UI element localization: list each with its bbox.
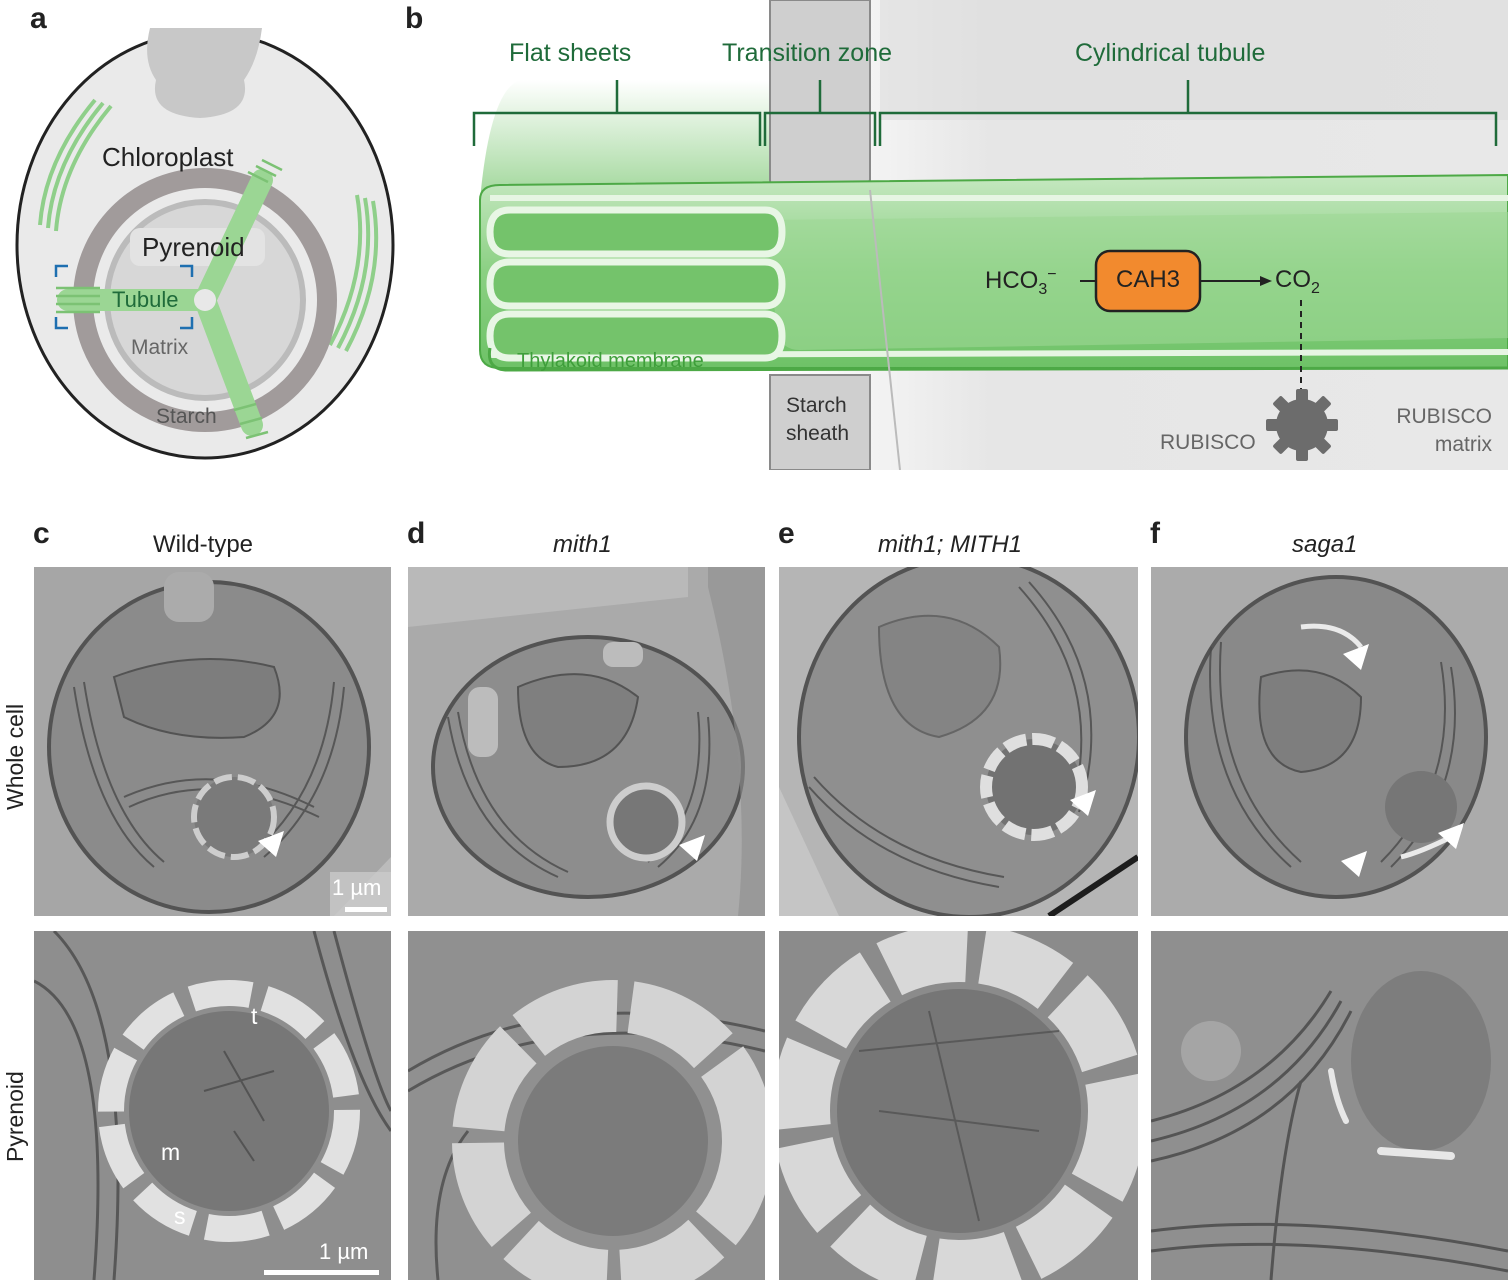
wild-type-title: Wild-type bbox=[153, 531, 254, 558]
rubisco-label: RUBISCO bbox=[1160, 431, 1256, 454]
em-saga1-pyrenoid bbox=[1151, 931, 1508, 1280]
em-mith1-mith1-whole-cell bbox=[779, 567, 1138, 916]
scale-bar-line-top bbox=[345, 907, 387, 912]
scale-bar-text-bottom: 1 µm bbox=[319, 1239, 369, 1264]
row-label-whole-cell: Whole cell bbox=[2, 703, 28, 810]
thylakoid-diagram bbox=[472, 0, 1508, 470]
co2-subscript: 2 bbox=[1311, 279, 1320, 297]
panel-letter-a: a bbox=[30, 2, 47, 35]
hco3-superscript: − bbox=[1047, 266, 1057, 283]
starch-label: Starch bbox=[156, 405, 217, 428]
panel-letter-c: c bbox=[33, 517, 50, 550]
starch-sheath-line-1: Starch bbox=[786, 394, 847, 417]
scale-bar-line-bottom bbox=[264, 1270, 379, 1275]
mith1-mith1-title: mith1; MITH1 bbox=[878, 531, 1023, 558]
thylakoid-membrane-label: Thylakoid membrane bbox=[517, 350, 704, 372]
arrowhead-marker bbox=[1070, 790, 1096, 816]
em-wild-type-whole-cell: 1 µm bbox=[34, 567, 391, 916]
chloroplast-diagram bbox=[15, 28, 395, 460]
em-mith1-whole-cell bbox=[408, 567, 765, 916]
em-wild-type-pyrenoid: t m s 1 µm bbox=[34, 931, 391, 1280]
em-saga1-whole-cell bbox=[1151, 567, 1508, 916]
rubisco-matrix-line-2: matrix bbox=[1434, 433, 1492, 456]
chloroplast-label: Chloroplast bbox=[102, 142, 234, 172]
co2-label: CO2 bbox=[1275, 266, 1320, 298]
pyrenoid-label: Pyrenoid bbox=[142, 232, 245, 262]
hco3-subscript: 3 bbox=[1038, 280, 1048, 298]
panel-letter-b: b bbox=[405, 2, 424, 35]
cah3-label: CAH3 bbox=[1115, 266, 1181, 293]
arrowhead-marker bbox=[679, 835, 705, 861]
hco3-label: HCO3− bbox=[985, 266, 1057, 299]
starch-sheath-line-2: sheath bbox=[786, 422, 850, 445]
row-label-pyrenoid: Pyrenoid bbox=[2, 1071, 28, 1162]
panel-letter-e: e bbox=[778, 517, 795, 550]
arrowhead-marker bbox=[1341, 851, 1367, 877]
arrowhead-marker bbox=[258, 831, 284, 857]
transition-zone-label: Transition zone bbox=[722, 39, 892, 67]
arrowhead-marker bbox=[1343, 644, 1369, 670]
cylindrical-tubule-label: Cylindrical tubule bbox=[1075, 39, 1266, 67]
rubisco-matrix-label: RUBISCO matrix bbox=[1392, 403, 1492, 459]
tubule-label: Tubule bbox=[112, 287, 179, 312]
em-mith1-pyrenoid bbox=[408, 931, 765, 1280]
panel-letter-f: f bbox=[1150, 517, 1160, 550]
matrix-label: Matrix bbox=[131, 336, 189, 359]
co2-text: CO bbox=[1275, 266, 1311, 293]
starch-sheath-label: Starch sheath bbox=[786, 392, 849, 448]
panel-letter-d: d bbox=[407, 517, 426, 550]
mith1-title: mith1 bbox=[553, 531, 612, 558]
rubisco-matrix-line-1: RUBISCO bbox=[1396, 405, 1492, 428]
arrowhead-marker bbox=[1438, 823, 1464, 849]
em-mith1-mith1-pyrenoid bbox=[779, 931, 1138, 1280]
hco3-text: HCO bbox=[985, 267, 1039, 294]
starch-s-label: s bbox=[174, 1203, 186, 1229]
scale-bar-text-top: 1 µm bbox=[332, 875, 382, 900]
matrix-m-label: m bbox=[161, 1139, 181, 1165]
tubule-t-label: t bbox=[251, 1003, 258, 1029]
saga1-title: saga1 bbox=[1292, 531, 1358, 558]
flat-sheets-label: Flat sheets bbox=[509, 39, 632, 67]
